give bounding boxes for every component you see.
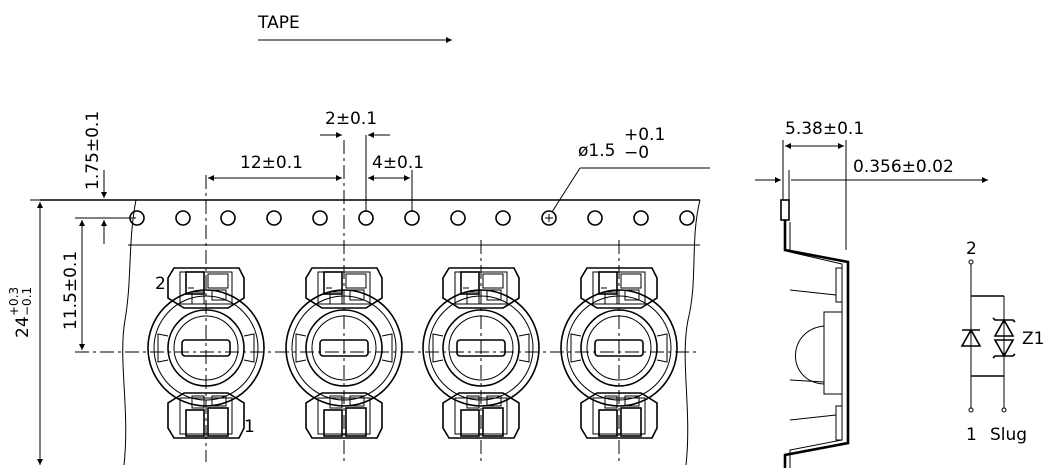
- dim-1-75-label: 1.75±0.1: [83, 111, 103, 190]
- dim-0-356-label: 0.356±0.02: [853, 157, 954, 177]
- dim-12-label: 12±0.1: [240, 153, 303, 173]
- dim-2-label: 2±0.1: [325, 109, 377, 129]
- dim-phi-tol-up: +0.1: [624, 125, 665, 145]
- dim-24-label: 24: [13, 316, 33, 338]
- dim-4-label: 4±0.1: [372, 153, 424, 173]
- carrier-tape: [40, 199, 701, 466]
- dim-24-tol-up: +0.3: [7, 287, 21, 316]
- dim-24-tol-low: −0.1: [20, 287, 34, 316]
- schematic: 2 Z1 1 Slug: [960, 239, 1044, 445]
- dim-11-5-label: 11.5±0.1: [61, 251, 81, 330]
- dim-phi-tol-low: −0: [624, 143, 649, 163]
- center-lines: [75, 140, 700, 462]
- schematic-slug: Slug: [990, 425, 1027, 445]
- side-view: 5.38±0.1 0.356±0.02: [755, 119, 988, 468]
- dim-phi-label: ø1.5: [578, 141, 615, 161]
- dim-5-38-label: 5.38±0.1: [785, 119, 864, 139]
- pin-1-label: 1: [244, 417, 255, 437]
- schematic-pin-2: 2: [966, 239, 977, 259]
- tape-label: TAPE: [257, 13, 300, 33]
- schematic-pin-1: 1: [966, 425, 977, 445]
- sprocket-holes: [129, 210, 695, 226]
- pin-2-label: 2: [155, 274, 166, 294]
- schematic-z1-label: Z1: [1022, 329, 1044, 349]
